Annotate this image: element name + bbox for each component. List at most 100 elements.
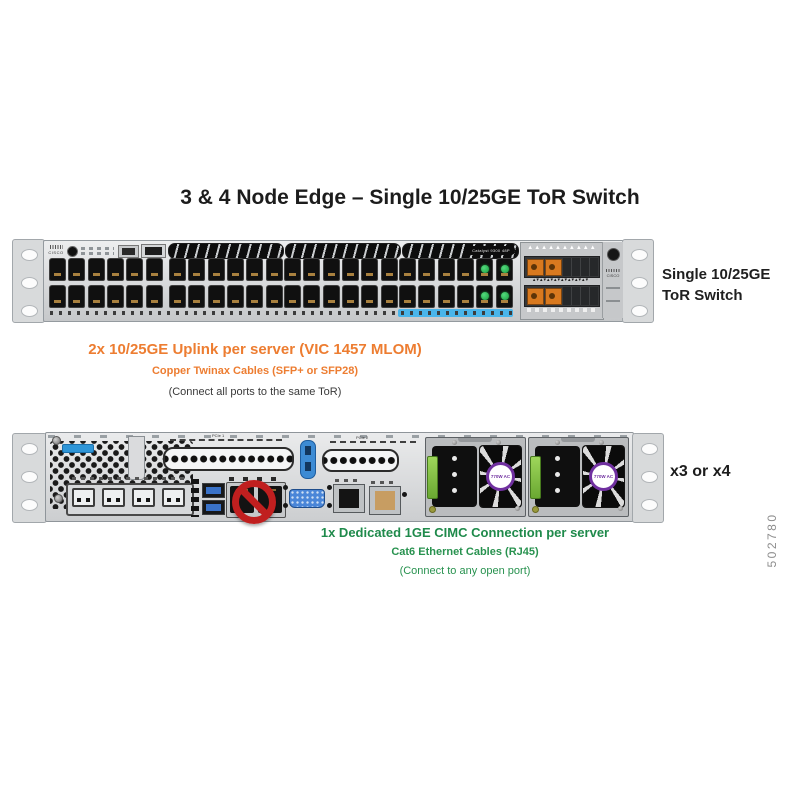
screw-icon <box>283 503 288 508</box>
green-link-led <box>500 292 509 300</box>
rj45-port <box>361 285 379 308</box>
switch-port-group <box>283 257 398 309</box>
power-supply-1: 770W AC <box>425 437 526 517</box>
cisco-logo-icon <box>50 245 63 249</box>
port-label-bar <box>335 479 361 482</box>
sfp-module-orange <box>545 288 562 305</box>
rj45-port <box>49 285 66 308</box>
sfp-module-orange <box>527 259 544 276</box>
port-dot <box>137 498 141 502</box>
uplink-network-module <box>520 242 604 320</box>
rj45-port <box>106 285 124 308</box>
inlet-pin <box>452 472 457 477</box>
vent-grille <box>168 243 284 259</box>
rj45-port <box>476 258 494 281</box>
rj45-port <box>265 258 283 281</box>
bracket-hole <box>641 471 658 483</box>
status-led-labels <box>81 247 114 250</box>
rj45-port <box>399 258 416 281</box>
switch-model-label: Catalyst 9300 48P <box>467 246 515 255</box>
psu-fan: 770W AC <box>479 445 522 508</box>
switch-callout-line2: ToR Switch <box>662 287 743 304</box>
inlet-pin <box>555 488 560 493</box>
bracket-hole <box>641 443 658 455</box>
uplink-note-subheading: Copper Twinax Cables (SFP+ or SFP28) <box>151 365 359 377</box>
switch-callout-line1: Single 10/25GE <box>662 266 771 283</box>
power-supply-2: 770W AC <box>528 437 629 517</box>
screw-icon <box>52 436 61 445</box>
usb-port <box>141 244 166 258</box>
port-dot <box>116 498 120 502</box>
riser2-dashes <box>330 441 416 443</box>
screw-icon <box>429 506 436 513</box>
blue-latch-tab <box>62 444 94 453</box>
rj45-port <box>188 258 206 281</box>
cimc-note-heading: 1x Dedicated 1GE CIMC Connection per ser… <box>320 525 610 540</box>
rj45-port <box>145 258 163 281</box>
screw-icon <box>532 506 539 513</box>
port-dot <box>77 498 81 502</box>
port-label-bar <box>371 481 397 484</box>
psu-handle <box>561 438 595 442</box>
bracket-hole <box>21 471 38 483</box>
bracket-hole <box>631 249 648 261</box>
rj45-port <box>303 285 321 308</box>
cimc-note-detail: (Connect to any open port) <box>399 565 531 577</box>
inlet-pin <box>555 472 560 477</box>
rj45-port <box>495 285 513 308</box>
screw-icon <box>402 492 407 497</box>
rj45-port <box>456 285 474 308</box>
bracket-hole <box>21 249 38 261</box>
rj45-port <box>380 285 398 308</box>
green-link-led <box>500 265 509 273</box>
usb3-port <box>202 500 225 515</box>
rj45-port <box>68 285 86 308</box>
module-text-line <box>606 287 620 289</box>
rj45-port <box>68 258 86 281</box>
riser-latch <box>128 436 145 480</box>
handle-notch <box>305 462 311 471</box>
bracket-hole <box>21 277 38 289</box>
inlet-pin <box>452 488 457 493</box>
sfp-slot-row <box>524 285 600 307</box>
screw-icon <box>515 506 520 511</box>
pcie-riser1-slot <box>163 447 294 471</box>
sfp28-port <box>132 488 155 507</box>
rj45-port <box>380 258 398 281</box>
rj45-port <box>49 258 66 281</box>
chassis-top-rail <box>48 435 629 438</box>
rj45-port <box>322 258 340 281</box>
screw-icon <box>327 503 332 508</box>
psu-release-clip <box>427 456 438 499</box>
sfp28-port <box>162 488 185 507</box>
round-indicator <box>607 248 620 261</box>
rj45-port <box>284 258 301 281</box>
rack-bracket <box>622 239 654 323</box>
rj45-port <box>456 258 474 281</box>
switch-callout-label: Single 10/25GE ToR Switch <box>662 264 792 306</box>
bracket-hole <box>641 499 658 511</box>
switch-port-group <box>48 257 163 309</box>
rj45-port <box>418 285 436 308</box>
rj45-port <box>341 285 359 308</box>
rj45-port <box>207 285 225 308</box>
cisco-logo-text: CISCO <box>606 273 620 278</box>
rj45-port <box>246 258 264 281</box>
port-number-markers: ▲▲▲▲▲▲▲▲▲▲ <box>527 245 597 251</box>
riser2-label: PCIe 2 <box>356 435 369 440</box>
screw-icon <box>327 485 332 490</box>
module-vent-dashes <box>527 308 597 312</box>
rj45-port <box>145 285 163 308</box>
module-text-line <box>606 300 620 302</box>
rj45-port <box>333 484 365 513</box>
rj45-port <box>322 285 340 308</box>
rj45-port <box>226 258 244 281</box>
screw-icon <box>496 440 501 445</box>
uplink-note-heading: 2x 10/25GE Uplink per server (VIC 1457 M… <box>88 341 422 358</box>
rj45-port <box>495 258 513 281</box>
rack-bracket <box>12 239 45 323</box>
port-dot <box>167 498 171 502</box>
psu-handle <box>458 438 492 442</box>
cimc-note-subheading: Cat6 Ethernet Cables (RJ45) <box>391 546 539 558</box>
